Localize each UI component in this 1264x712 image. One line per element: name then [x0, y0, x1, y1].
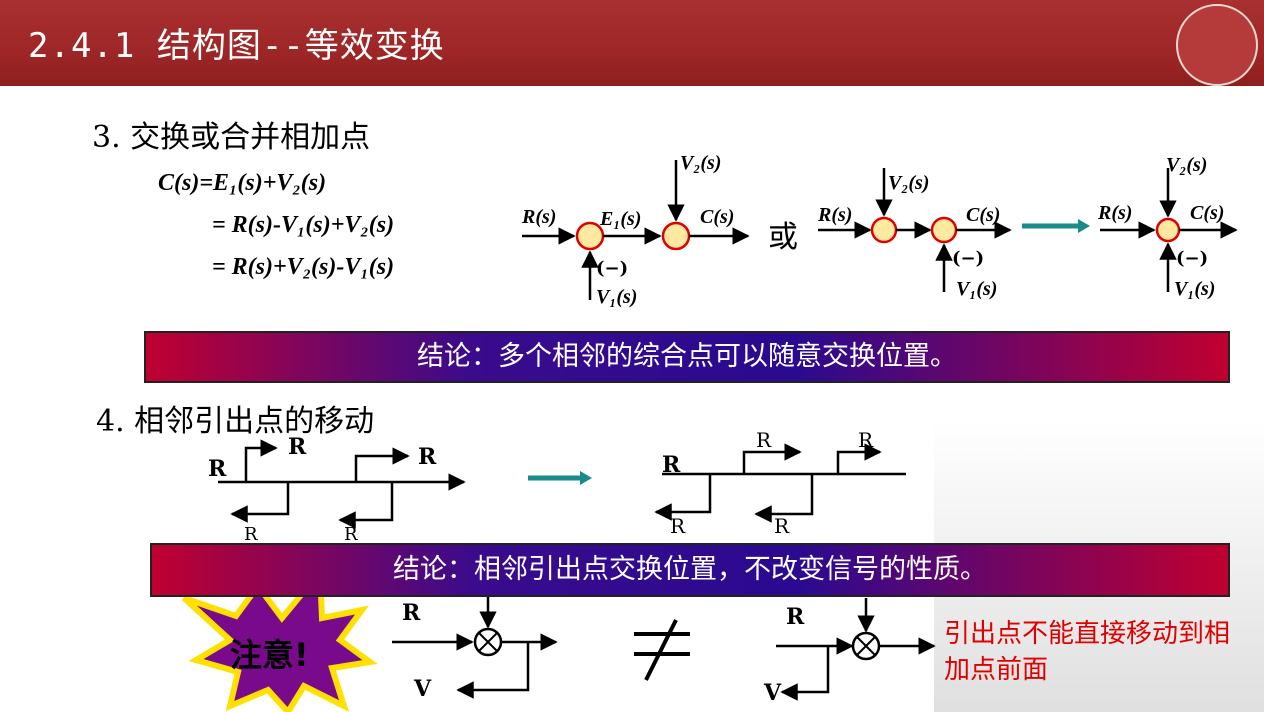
label-R: R — [786, 604, 805, 630]
diagram-merged-junction — [1100, 168, 1238, 292]
signal-label: R — [756, 428, 772, 452]
label-R: R(s) — [818, 204, 853, 226]
summing-junction — [661, 221, 691, 251]
signal-label: R — [344, 524, 358, 545]
wrong-move-diagram-left — [392, 596, 558, 699]
signal-label: R — [662, 452, 681, 478]
label-C: C(s) — [700, 206, 735, 228]
equation-line-1: C(s)=E₁(s)+V₂(s) — [158, 170, 327, 196]
label-minus: (−) — [1176, 248, 1209, 269]
label-E1: E₁(s) — [600, 208, 642, 230]
label-C: C(s) — [1190, 202, 1225, 224]
takeoff-diagram-after — [654, 443, 906, 523]
takeoff-diagram-before — [218, 439, 466, 529]
page-title: 2.4.1 结构图--等效变换 — [28, 26, 445, 66]
label-V2: V₂(s) — [1166, 154, 1208, 176]
summing-junction — [930, 216, 958, 244]
section3-heading: 3. 交换或合并相加点 — [92, 120, 371, 155]
conclusion-banner-1: 结论：多个相邻的综合点可以随意交换位置。 — [144, 331, 1230, 383]
wrong-move-diagram-right — [776, 598, 936, 701]
summing-junction — [870, 216, 898, 244]
warning-badge-text: 注意! — [230, 636, 309, 674]
label-minus: (−) — [952, 248, 985, 269]
not-equal-sign — [634, 619, 690, 681]
signal-label: R — [208, 456, 227, 482]
label-V1: V₁(s) — [1174, 278, 1216, 300]
label-C: C(s) — [966, 204, 1001, 226]
diagram-two-junctions — [522, 160, 750, 300]
label-minus: (−) — [596, 258, 629, 279]
signal-label: R — [858, 428, 874, 452]
label-V2: V₂(s) — [680, 152, 722, 174]
label-R: R(s) — [522, 206, 557, 228]
signal-label: R — [774, 514, 790, 538]
equation-line-3: = R(s)+V₂(s)-V₁(s) — [212, 254, 395, 280]
label-V1: V₁(s) — [596, 286, 638, 308]
university-seal-logo — [1176, 4, 1258, 86]
title-bar: 2.4.1 结构图--等效变换 — [0, 0, 1264, 86]
label-V2: V₂(s) — [888, 172, 930, 194]
signal-label: R — [670, 514, 686, 538]
signal-label: R — [288, 434, 307, 460]
signal-label: R — [418, 444, 437, 470]
summing-junction — [1155, 217, 1181, 243]
conclusion-banner-2: 结论：相邻引出点交换位置，不改变信号的性质。 — [150, 543, 1230, 597]
label-V: V — [414, 676, 432, 702]
equation-line-2: = R(s)-V₁(s)+V₂(s) — [212, 212, 395, 238]
warning-note: 引出点不能直接移动到相加点前面 — [944, 619, 1231, 685]
or-label: 或 — [768, 220, 798, 255]
label-V: V — [764, 680, 782, 706]
warning-starburst — [181, 564, 378, 712]
label-V1: V₁(s) — [956, 278, 998, 300]
label-R: R — [402, 600, 421, 626]
label-R: R(s) — [1098, 202, 1133, 224]
diagram-swapped-junctions — [818, 168, 1012, 292]
section4-heading: 4. 相邻引出点的移动 — [96, 404, 375, 439]
signal-label: R — [244, 524, 258, 545]
